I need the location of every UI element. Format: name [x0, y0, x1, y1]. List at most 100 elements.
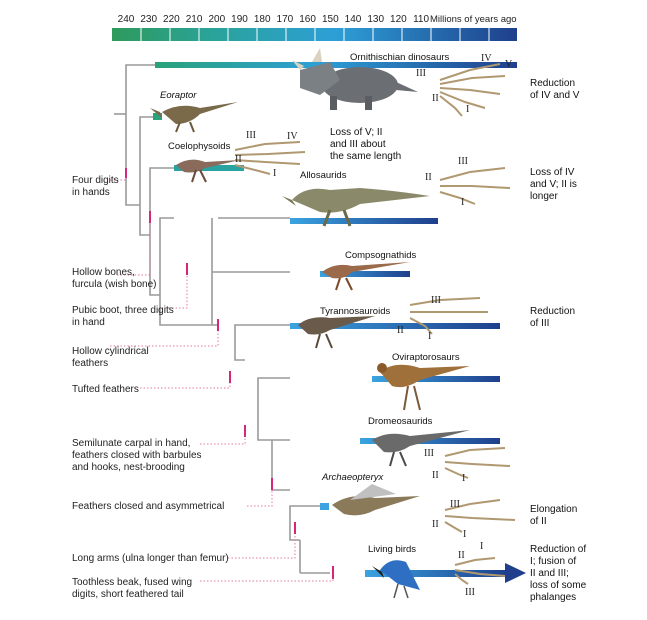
taxon-eoraptor: Eoraptor [160, 90, 197, 101]
timescale-tick-label: 220 [163, 14, 180, 25]
bar-living-birds [365, 570, 507, 577]
bar-archaeopteryx [320, 503, 329, 510]
taxon-tyrannosauroids: Tyrannosauroids [320, 306, 390, 317]
digit-labels: IV V III II I III IV II I III II I III I… [235, 53, 513, 598]
taxon-labels: Ornithischian dinosaurs Eoraptor Coeloph… [160, 52, 460, 555]
lineage-bars [153, 62, 526, 583]
digit-label: III [416, 68, 426, 79]
digit-label: V [505, 59, 513, 70]
digit-label: II [432, 519, 439, 530]
digit-label: I [466, 104, 469, 115]
digit-label: III [458, 156, 468, 167]
taxon-compsognathids: Compsognathids [345, 250, 417, 261]
hand-tyrannosauroids-icon [409, 297, 488, 335]
bar-coelophysoids [174, 165, 244, 171]
bar-tyrannosauroids [290, 323, 500, 329]
digit-label: II [432, 93, 439, 104]
digit-label: I [462, 473, 465, 484]
character-markers [125, 168, 334, 579]
digit-label: II [432, 470, 439, 481]
taxon-ornithischian: Ornithischian dinosaurs [350, 52, 450, 63]
digit-label: II [425, 172, 432, 183]
blue-jay-icon [372, 560, 420, 599]
timescale-tick-label: 240 [118, 14, 135, 25]
digit-label: III [424, 448, 434, 459]
taxon-oviraptorosaurs: Oviraptorosaurs [392, 352, 460, 363]
digit-label: III [465, 587, 475, 598]
taxon-allosaurids: Allosaurids [300, 170, 347, 181]
character-long-arms: Long arms (ulna longer than femur) [72, 553, 229, 564]
timescale-tick-label: 110 [413, 14, 429, 25]
timescale-tick-label: 210 [186, 14, 203, 25]
timescale-tick-label: 180 [254, 14, 271, 25]
timescale-tick-labels: 240 230 220 210 200 190 180 170 160 150 140 130 120 1… [118, 14, 430, 25]
digit-label: III [450, 499, 460, 510]
timescale: 240 230 220 210 200 190 180 170 160 150 140 130 120 1… [112, 14, 517, 41]
digit-label: I [461, 197, 464, 208]
bar-compsognathids [320, 271, 410, 277]
character-tufted: Tufted feathers [72, 384, 139, 395]
digit-label: I [463, 529, 466, 540]
animal-illustrations [150, 48, 470, 599]
taxon-coelophysoids: Coelophysoids [168, 141, 231, 152]
eoraptor-icon [150, 102, 238, 133]
timescale-dividers [140, 28, 490, 41]
timescale-tick-label: 140 [345, 14, 362, 25]
taxon-archaeopteryx: Archaeopteryx [321, 472, 385, 483]
bar-allosaurids [290, 218, 438, 224]
bar-eoraptor [153, 113, 162, 120]
arrow-head-icon [505, 563, 526, 583]
digit-label: II [235, 154, 242, 165]
timescale-tick-label: 120 [390, 14, 407, 25]
character-semilunate: Semilunate carpal in hand,feathers close… [72, 438, 202, 473]
hand-allosaurids-icon [439, 167, 511, 205]
hand-archaeopteryx-icon [444, 499, 516, 533]
hand-living-birds-icon [454, 557, 506, 585]
timescale-tick-label: 230 [140, 14, 157, 25]
timescale-tick-label: 130 [367, 14, 384, 25]
allosaurus-icon [282, 188, 430, 227]
digit-label: IV [287, 131, 298, 142]
character-leaders [110, 172, 334, 582]
timescale-tick-label: 190 [231, 14, 248, 25]
character-hollow-bones: Hollow bones,furcula (wish bone) [72, 267, 156, 290]
timescale-tick-label: 170 [277, 14, 294, 25]
coelophysis-icon [176, 159, 240, 183]
digit-label: I [480, 541, 483, 552]
digit-label: II [397, 325, 404, 336]
taxon-dromeosaurids: Dromeosaurids [368, 416, 433, 427]
hand-skeletons [234, 63, 516, 585]
tyrannosauroid-icon [298, 316, 375, 349]
digit-label: III [246, 130, 256, 141]
hand-ornithischian-icon [439, 63, 506, 117]
digit-label: I [273, 168, 276, 179]
digit-label: III [431, 295, 441, 306]
oviraptor-icon [377, 363, 470, 411]
triceratops-icon [292, 48, 418, 110]
compsognathus-icon [322, 262, 410, 291]
character-closed-asym: Feathers closed and asymmetrical [72, 501, 224, 512]
archaeopteryx-icon [332, 484, 420, 516]
dromeosaur-icon [372, 430, 470, 467]
timescale-tick-label: 200 [208, 14, 225, 25]
timescale-unit-label: Millions of years ago [430, 14, 517, 25]
taxon-living-birds: Living birds [368, 544, 416, 555]
digit-label: IV [481, 53, 492, 64]
timescale-tick-label: 160 [299, 14, 316, 25]
digit-label: II [458, 550, 465, 561]
timescale-tick-label: 150 [322, 14, 339, 25]
hand-dromeosaurids-icon [444, 447, 511, 479]
